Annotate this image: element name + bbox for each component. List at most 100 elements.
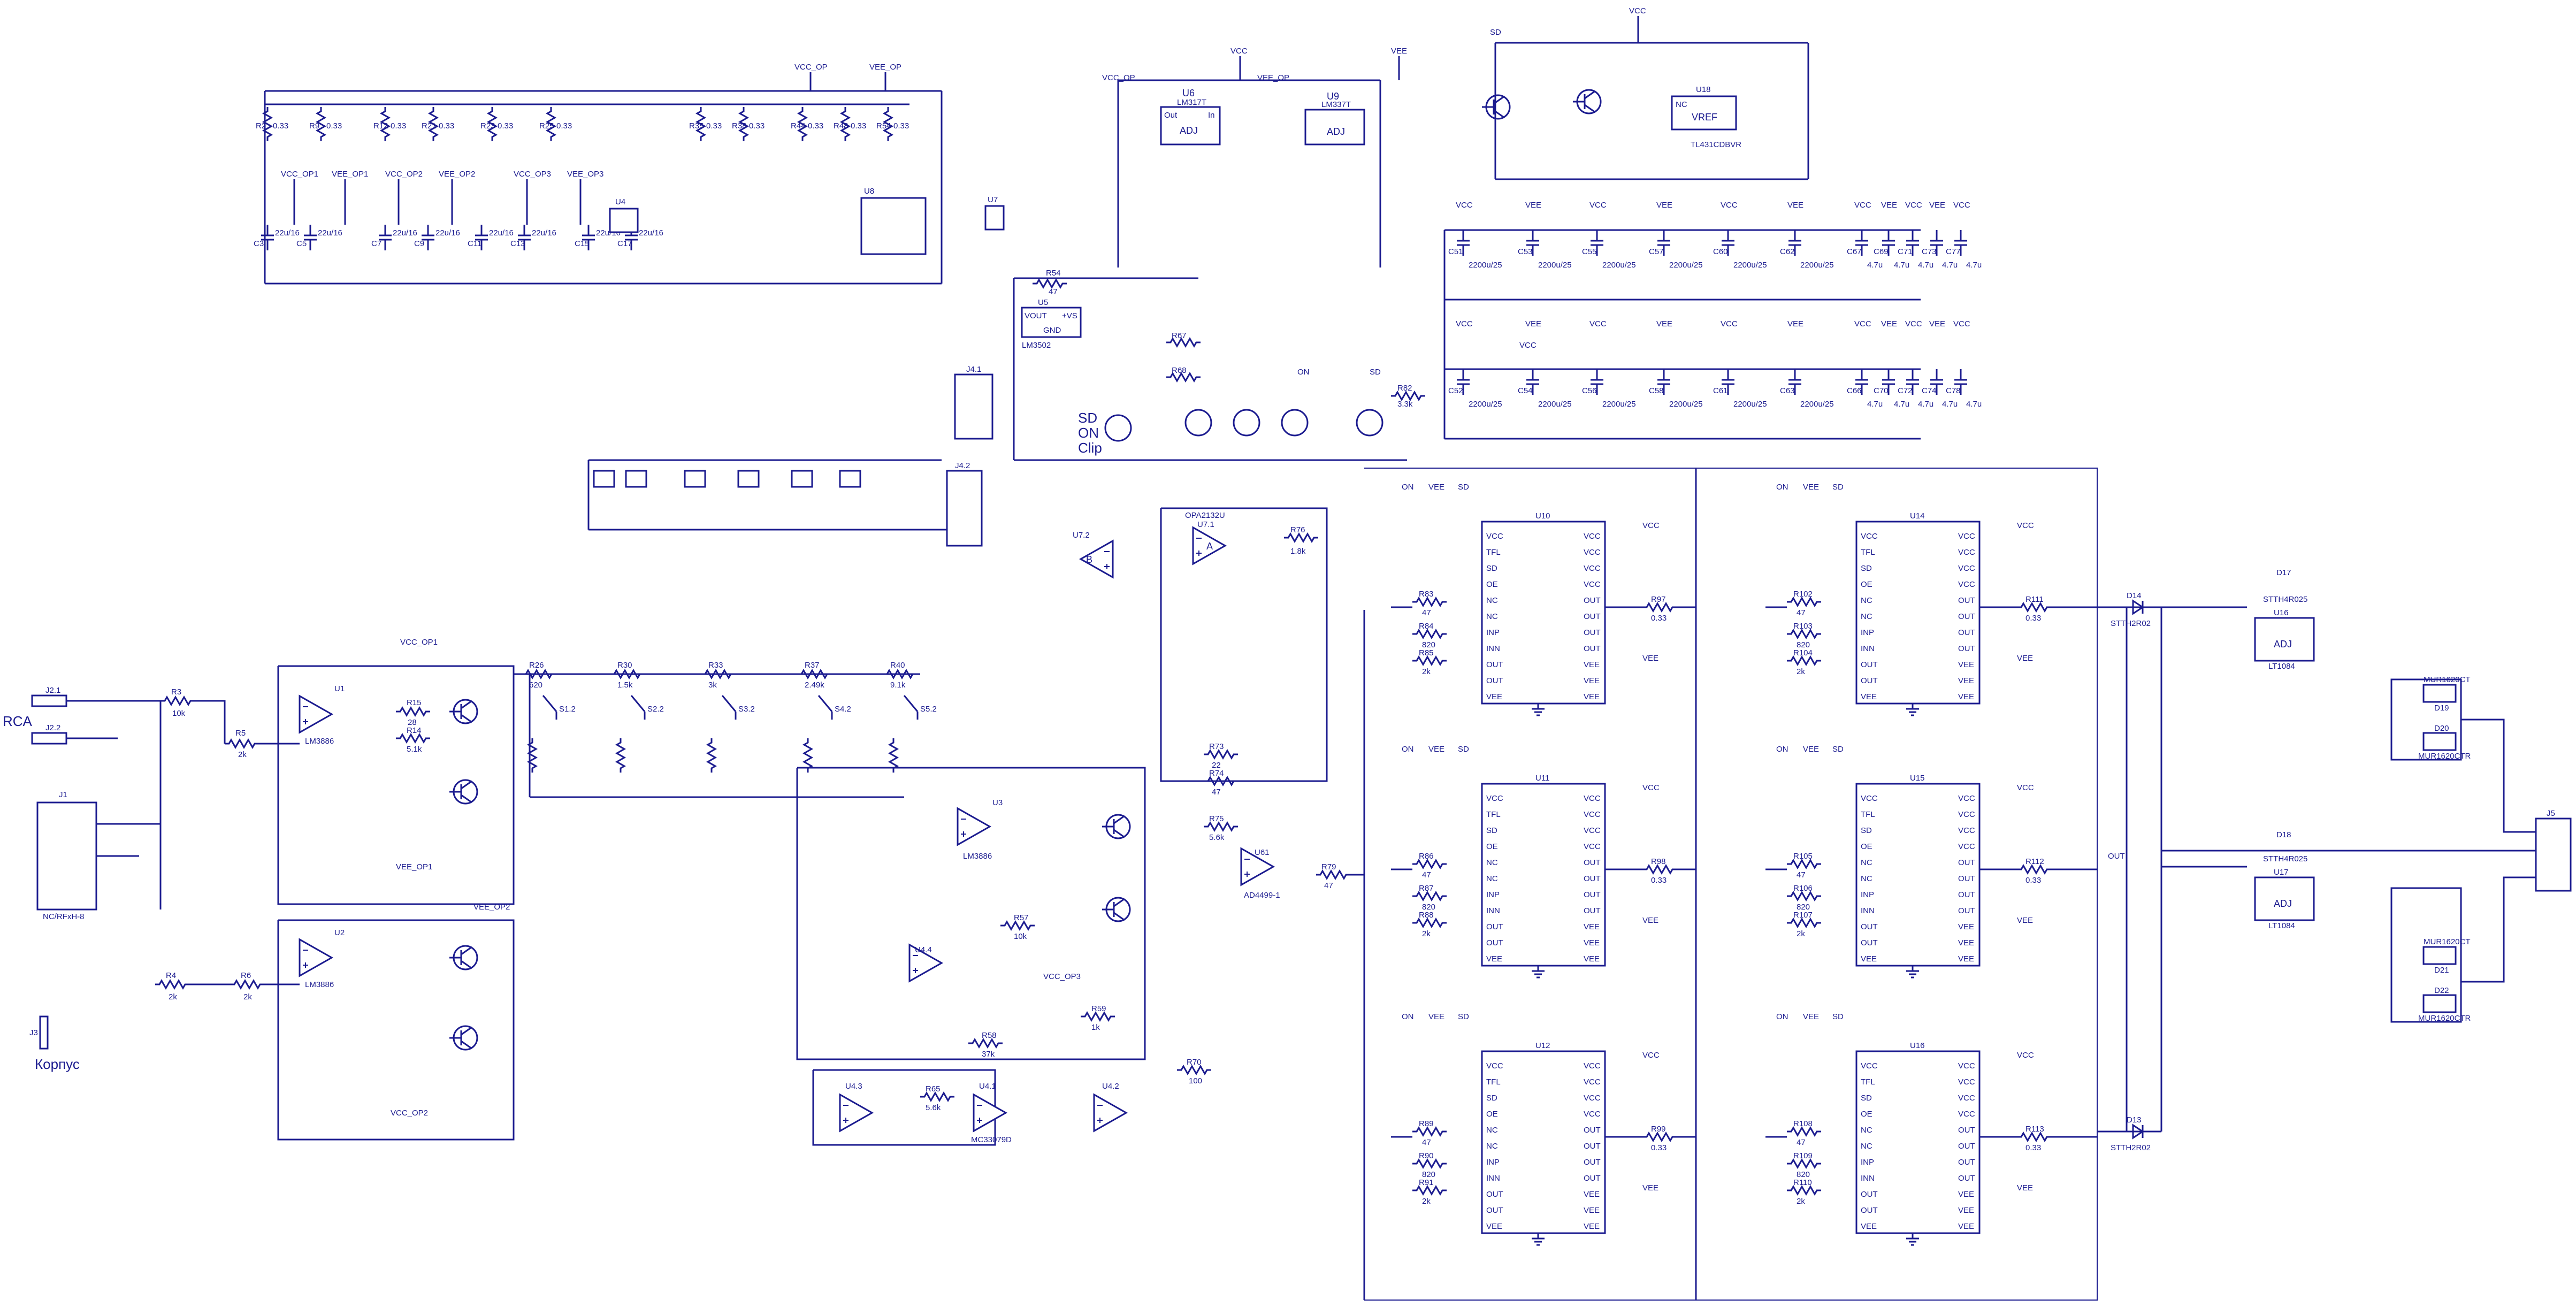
driver-rfb — [1786, 891, 1822, 901]
driver-rfb — [1786, 1159, 1822, 1168]
cap-bank-ref: C66 — [1847, 386, 1862, 395]
u6-ref: U6 — [1182, 88, 1195, 98]
driver-input: A U7.1 OPA2132U B U7.2 U61 AD4499-1 R76 … — [1073, 507, 1365, 1300]
cap-bank-val: 2200u/25 — [1733, 261, 1767, 270]
driver-pin-right: OUT — [1958, 628, 1975, 637]
cap-bank-val: 4.7u — [1867, 400, 1883, 409]
u1-part: LM3886 — [305, 737, 334, 746]
driver-vcc: VCC — [2017, 1051, 2034, 1060]
driver-rin-val: 47 — [1797, 870, 1806, 880]
u5-vs: +VS — [1062, 311, 1077, 320]
vcc-op-net: VCC_OP — [794, 63, 828, 72]
u71-ref: U7.1 — [1197, 520, 1214, 529]
d18-ref: D18 — [2276, 830, 2291, 839]
driver-on: ON — [1402, 483, 1414, 492]
driver-rfb-val: 820 — [1797, 1170, 1810, 1179]
cap-bank-net: VCC — [1589, 201, 1607, 210]
driver-pin-right: VCC — [1584, 1077, 1601, 1087]
driver-rg-ref: R85 — [1419, 648, 1434, 658]
driver-pin-right: OUT — [1584, 874, 1601, 883]
r75-ref: R75 — [1209, 814, 1224, 823]
u3-part: LM3886 — [963, 852, 992, 861]
driver-rout — [2016, 1132, 2052, 1142]
cap-bank-val: 4.7u — [1918, 400, 1933, 409]
cap-bank-net: VEE — [1881, 319, 1897, 328]
driver-rg-val: 2k — [1422, 667, 1431, 676]
top-resistor-val: 0.33 — [326, 121, 342, 131]
driver-pin-left: INP — [1861, 628, 1874, 637]
driver-rg — [1786, 656, 1822, 666]
ladder-switch-ref: S2.2 — [647, 705, 664, 714]
top-cap-ref: C15 — [575, 239, 590, 248]
driver-chip — [1481, 521, 1606, 705]
driver-rout-val: 0.33 — [2025, 876, 2041, 885]
ladder-resistor — [796, 669, 832, 679]
r59-ref: R59 — [1091, 1004, 1106, 1013]
switch-box — [737, 470, 760, 488]
j2-1-jack — [31, 694, 67, 707]
driver-pin-left: OE — [1861, 1110, 1872, 1119]
top-resistor-val: 0.33 — [439, 121, 454, 131]
cap-bank-val: 2200u/25 — [1602, 261, 1636, 270]
driver-banks: U10VCCTFLSDOENCNCINPINNOUTOUTVEEVCCVCCVC… — [1391, 483, 2097, 1246]
vcc-led: VCC — [1519, 341, 1537, 350]
cap-bank-ref: C69 — [1874, 247, 1889, 256]
driver-rfb-val: 820 — [1797, 903, 1810, 912]
r82-val: 3.3k — [1397, 400, 1413, 409]
cap-bank-net: VCC — [1721, 201, 1738, 210]
driver-pin-left: VEE — [1486, 954, 1502, 964]
driver-pin-right: VEE — [1584, 676, 1600, 685]
cap-bank-net: VCC — [1589, 319, 1607, 328]
cap-bank-ref: C60 — [1713, 247, 1728, 256]
u6-in-pin: In — [1208, 111, 1215, 120]
d20-ref: D20 — [2434, 724, 2449, 733]
r54-val: 47 — [1049, 287, 1058, 296]
cap-bank-net: VEE — [1787, 319, 1803, 328]
u16-ref: U16 — [2274, 608, 2289, 617]
r3-ref: R3 — [171, 687, 181, 697]
driver-rg-ref: R88 — [1419, 911, 1434, 920]
input-opamps: U1 LM3886 U2 LM3886 R15 28 R14 5.1k VEE_… — [277, 638, 515, 1141]
driver-pin-left: VEE — [1486, 1222, 1502, 1231]
driver-ref: U15 — [1910, 774, 1925, 783]
cap-bank-val: 4.7u — [1894, 400, 1909, 409]
cap-bank-ref: C56 — [1582, 386, 1597, 395]
driver-pin-right: VEE — [1584, 1190, 1600, 1199]
driver-chip — [1481, 1050, 1606, 1234]
cap-bank-ref: C61 — [1713, 386, 1728, 395]
driver-pin-right: OUT — [1958, 1126, 1975, 1135]
d19-ref: D19 — [2434, 704, 2449, 713]
d13-part: STTH2R02 — [2111, 1143, 2151, 1152]
r65-val: 5.6k — [926, 1103, 941, 1112]
driver-rin-val: 47 — [1422, 1138, 1431, 1147]
driver-pin-right: OUT — [1958, 1158, 1975, 1167]
d19-part: MUR1620CT — [2424, 675, 2471, 684]
driver-pin-right: VEE — [1958, 954, 1974, 964]
driver-pin-right: OUT — [1958, 644, 1975, 653]
cap-bank-net: VCC — [1905, 319, 1922, 328]
driver-pin-left: OUT — [1861, 660, 1878, 669]
r74-ref: R74 — [1209, 769, 1224, 778]
driver-pin-right: VCC — [1584, 842, 1601, 851]
driver-pin-left: SD — [1861, 564, 1872, 573]
driver-pin-left: OUT — [1486, 676, 1503, 685]
u42-ref: U4.2 — [1102, 1082, 1119, 1091]
regulator-section: U6 LM317T ADJ Out In U9 LM337T ADJ VCC_O… — [1102, 47, 1407, 267]
j4-2-connector — [946, 470, 983, 547]
vcc-op-reg: VCC_OP — [1102, 73, 1135, 82]
driver-pin-right: OUT — [1958, 612, 1975, 621]
driver-rin — [1786, 1127, 1822, 1136]
u41-part: MC33079D — [971, 1135, 1012, 1144]
cap-bank-val: 2200u/25 — [1669, 261, 1703, 270]
driver-pin-right: VEE — [1958, 692, 1974, 701]
driver-pin-left: TFL — [1486, 1077, 1501, 1087]
driver-rout — [1641, 602, 1678, 612]
d22-ref: D22 — [2434, 986, 2449, 995]
ladder-resistor-val: 3k — [708, 681, 717, 690]
r73-val: 22 — [1212, 761, 1221, 770]
driver-rg — [1786, 918, 1822, 928]
driver-pin-left: OUT — [1861, 938, 1878, 947]
driver-ref: U11 — [1535, 774, 1549, 783]
driver-pin-right: OUT — [1584, 1142, 1601, 1151]
driver-pin-right: VCC — [1584, 1061, 1601, 1071]
